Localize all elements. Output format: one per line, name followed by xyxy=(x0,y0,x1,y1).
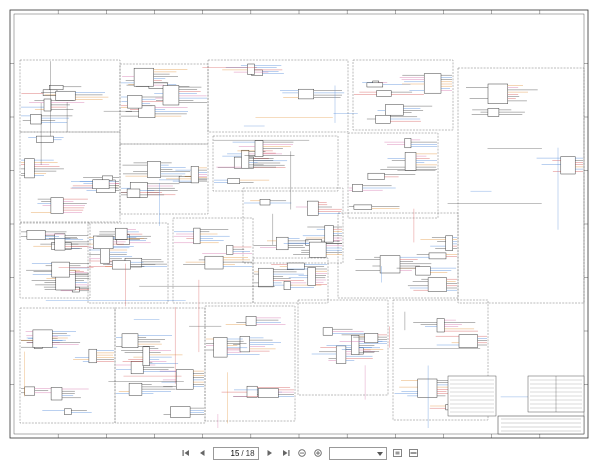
page-toolbar: / 18 xyxy=(0,444,600,462)
page-total: 18 xyxy=(245,448,255,458)
page-number-input[interactable] xyxy=(217,448,240,458)
fit-page-icon[interactable] xyxy=(393,447,403,459)
chevron-down-icon xyxy=(376,449,383,458)
zoom-select[interactable] xyxy=(328,446,387,460)
electrical-schematic xyxy=(9,9,589,439)
last-page-icon[interactable] xyxy=(281,447,291,459)
next-page-icon[interactable] xyxy=(265,447,275,459)
zoom-in-icon[interactable] xyxy=(313,447,323,459)
page-separator: / xyxy=(241,448,244,458)
zoom-out-icon[interactable] xyxy=(297,447,307,459)
prev-page-icon[interactable] xyxy=(197,447,207,459)
page-number-box[interactable]: / 18 xyxy=(213,446,259,460)
fit-width-icon[interactable] xyxy=(409,447,419,459)
first-page-icon[interactable] xyxy=(181,447,191,459)
schematic-page[interactable] xyxy=(8,8,590,440)
